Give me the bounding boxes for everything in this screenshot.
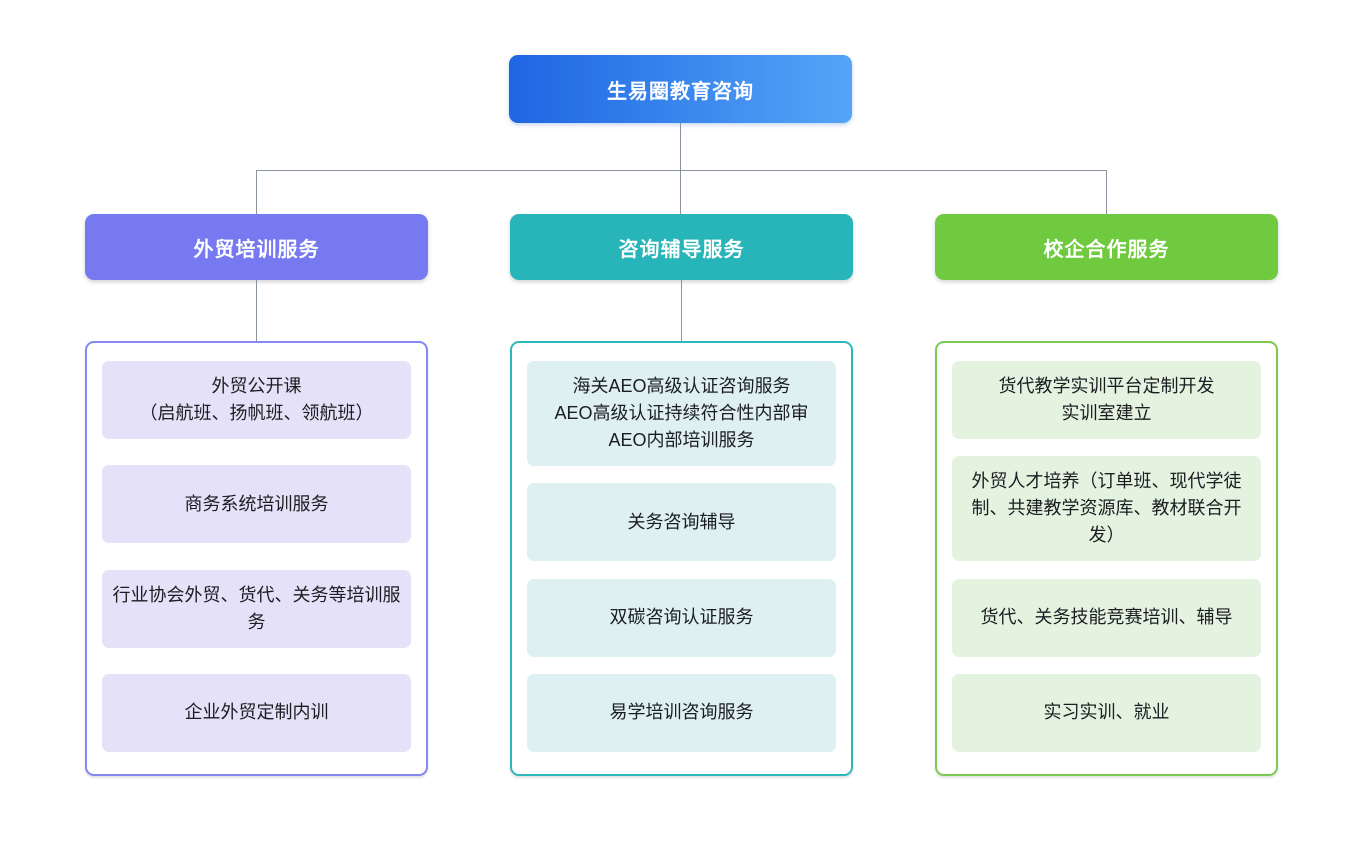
branch-foreign-trade-training: 外贸培训服务 外贸公开课 （启航班、扬帆班、领航班） 商务系统培训服务 行业协会… — [85, 214, 428, 776]
service-item: 企业外贸定制内训 — [102, 673, 411, 752]
branch-list-school-enterprise-cooperation: 货代教学实训平台定制开发 实训室建立 外贸人才培养（订单班、现代学徒制、共建教学… — [935, 341, 1278, 776]
service-item: 商务系统培训服务 — [102, 465, 411, 544]
service-item: 双碳咨询认证服务 — [527, 578, 836, 657]
service-item-label: 易学培训咨询服务 — [609, 702, 754, 723]
connector-header-to-list — [256, 280, 257, 341]
service-item: 关务咨询辅导 — [527, 483, 836, 562]
service-item: 外贸人才培养（订单班、现代学徒制、共建教学资源库、教材联合开发） — [952, 456, 1261, 562]
spacer — [1106, 280, 1107, 341]
service-item-label: 行业协会外贸、货代、关务等培训服务 — [112, 584, 401, 632]
connector-drop-branch-2 — [680, 170, 681, 214]
service-item: 海关AEO高级认证咨询服务 AEO高级认证持续符合性内部审 AEO内部培训服务 — [527, 361, 836, 466]
service-item-label: 货代、关务技能竞赛培训、辅导 — [980, 607, 1233, 628]
branch-school-enterprise-cooperation: 校企合作服务 货代教学实训平台定制开发 实训室建立 外贸人才培养（订单班、现代学… — [935, 214, 1278, 776]
service-item-label: 货代教学实训平台定制开发 实训室建立 — [998, 376, 1215, 423]
branch-header-school-enterprise-cooperation: 校企合作服务 — [935, 214, 1278, 280]
service-item-label: 关务咨询辅导 — [627, 511, 736, 532]
branch-consulting-coaching: 咨询辅导服务 海关AEO高级认证咨询服务 AEO高级认证持续符合性内部审 AEO… — [510, 214, 853, 776]
service-item: 易学培训咨询服务 — [527, 673, 836, 752]
branch-header-label: 咨询辅导服务 — [618, 238, 745, 261]
connector-drop-branch-3 — [1106, 170, 1107, 214]
connector-root-stem — [680, 123, 681, 170]
root-node: 生易圈教育咨询 — [509, 55, 852, 123]
branch-header-label: 校企合作服务 — [1043, 238, 1170, 261]
connector-header-to-list — [681, 280, 682, 341]
service-item: 外贸公开课 （启航班、扬帆班、领航班） — [102, 361, 411, 439]
root-node-label: 生易圈教育咨询 — [607, 80, 754, 103]
service-item-label: 实习实训、就业 — [1043, 702, 1170, 723]
branch-header-foreign-trade-training: 外贸培训服务 — [85, 214, 428, 280]
branch-list-consulting-coaching: 海关AEO高级认证咨询服务 AEO高级认证持续符合性内部审 AEO内部培训服务 … — [510, 341, 853, 776]
service-item-label: 双碳咨询认证服务 — [609, 607, 754, 628]
branch-list-foreign-trade-training: 外贸公开课 （启航班、扬帆班、领航班） 商务系统培训服务 行业协会外贸、货代、关… — [85, 341, 428, 776]
service-item-label: 商务系统培训服务 — [184, 493, 329, 514]
service-item-label: 企业外贸定制内训 — [184, 702, 329, 723]
service-item-label: 外贸公开课 （启航班、扬帆班、领航班） — [139, 376, 374, 423]
service-item: 货代、关务技能竞赛培训、辅导 — [952, 578, 1261, 657]
service-item-label: 海关AEO高级认证咨询服务 AEO高级认证持续符合性内部审 AEO内部培训服务 — [554, 376, 809, 450]
service-item-label: 外贸人才培养（订单班、现代学徒制、共建教学资源库、教材联合开发） — [971, 471, 1242, 546]
service-item: 行业协会外贸、货代、关务等培训服务 — [102, 569, 411, 648]
branch-header-consulting-coaching: 咨询辅导服务 — [510, 214, 853, 280]
branch-header-label: 外贸培训服务 — [193, 238, 320, 261]
connector-drop-branch-1 — [256, 170, 257, 214]
service-item: 实习实训、就业 — [952, 673, 1261, 752]
connector-horizontal-bar — [256, 170, 1107, 171]
service-item: 货代教学实训平台定制开发 实训室建立 — [952, 361, 1261, 439]
